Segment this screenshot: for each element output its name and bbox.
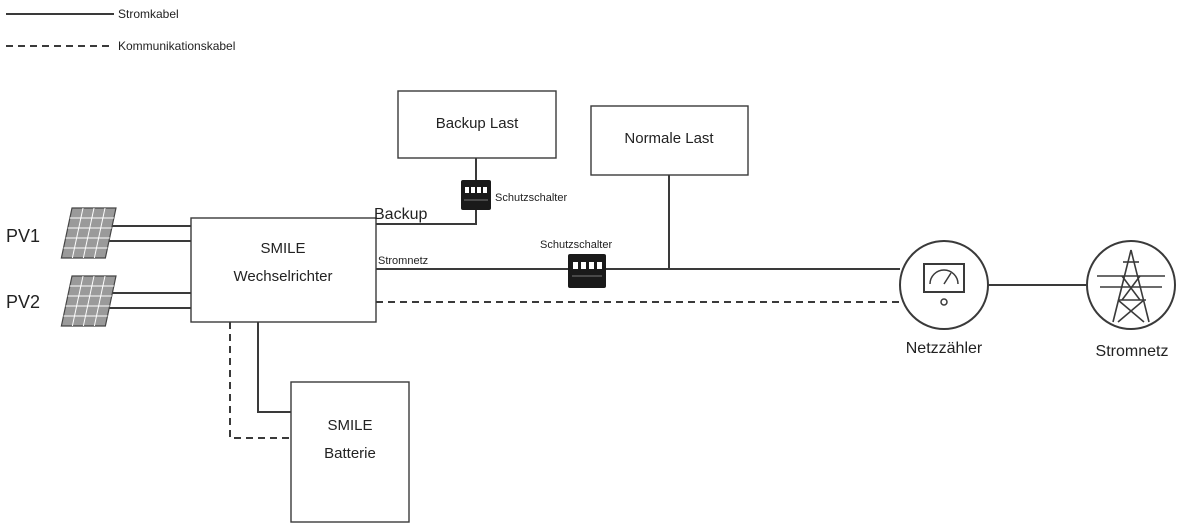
legend: Stromkabel Kommunikationskabel <box>6 7 235 53</box>
power-cables <box>104 158 1086 413</box>
backup-cable <box>376 210 477 225</box>
backup-load-label: Backup Last <box>436 115 519 132</box>
backup-port-label: Backup <box>374 206 427 223</box>
pv1-solar-panel-icon <box>60 207 117 259</box>
communication-cables <box>229 301 902 439</box>
normal-load-box <box>590 105 749 176</box>
legend-power-label: Stromkabel <box>118 7 179 21</box>
pv2-solar-panel-icon <box>60 275 117 327</box>
backup-load: Backup Last <box>397 90 557 159</box>
battery-power-cable <box>257 322 291 413</box>
backup-circuit-breaker-icon <box>461 180 491 210</box>
meter-gauge-icon <box>899 240 989 330</box>
normal-load: Normale Last <box>590 105 749 176</box>
transmission-tower-icon <box>1086 240 1176 330</box>
battery: SMILE Batterie <box>290 381 410 523</box>
normal-load-label: Normale Last <box>624 130 714 147</box>
grid-label: Stromnetz <box>1096 343 1169 360</box>
pv2-label: PV2 <box>6 292 40 312</box>
grid-port-label: Stromnetz <box>378 255 428 267</box>
backup-load-box <box>397 90 557 159</box>
inverter: SMILE Wechselrichter <box>190 217 377 323</box>
battery-label-line1: SMILE <box>327 417 372 434</box>
grid-circuit-breaker-icon <box>568 254 606 288</box>
pv1-label: PV1 <box>6 226 40 246</box>
battery-comm-cable <box>229 322 291 439</box>
battery-label-line2: Batterie <box>324 445 376 462</box>
inverter-label-line1: SMILE <box>260 240 305 257</box>
backup-breaker-label: Schutzschalter <box>495 192 567 204</box>
battery-box <box>290 381 410 523</box>
grid-meter-label: Netzzähler <box>906 340 983 357</box>
inverter-box <box>190 217 377 323</box>
inverter-label-line2: Wechselrichter <box>234 268 333 285</box>
legend-comm-label: Kommunikationskabel <box>118 39 235 53</box>
grid-breaker-label: Schutzschalter <box>540 239 612 251</box>
